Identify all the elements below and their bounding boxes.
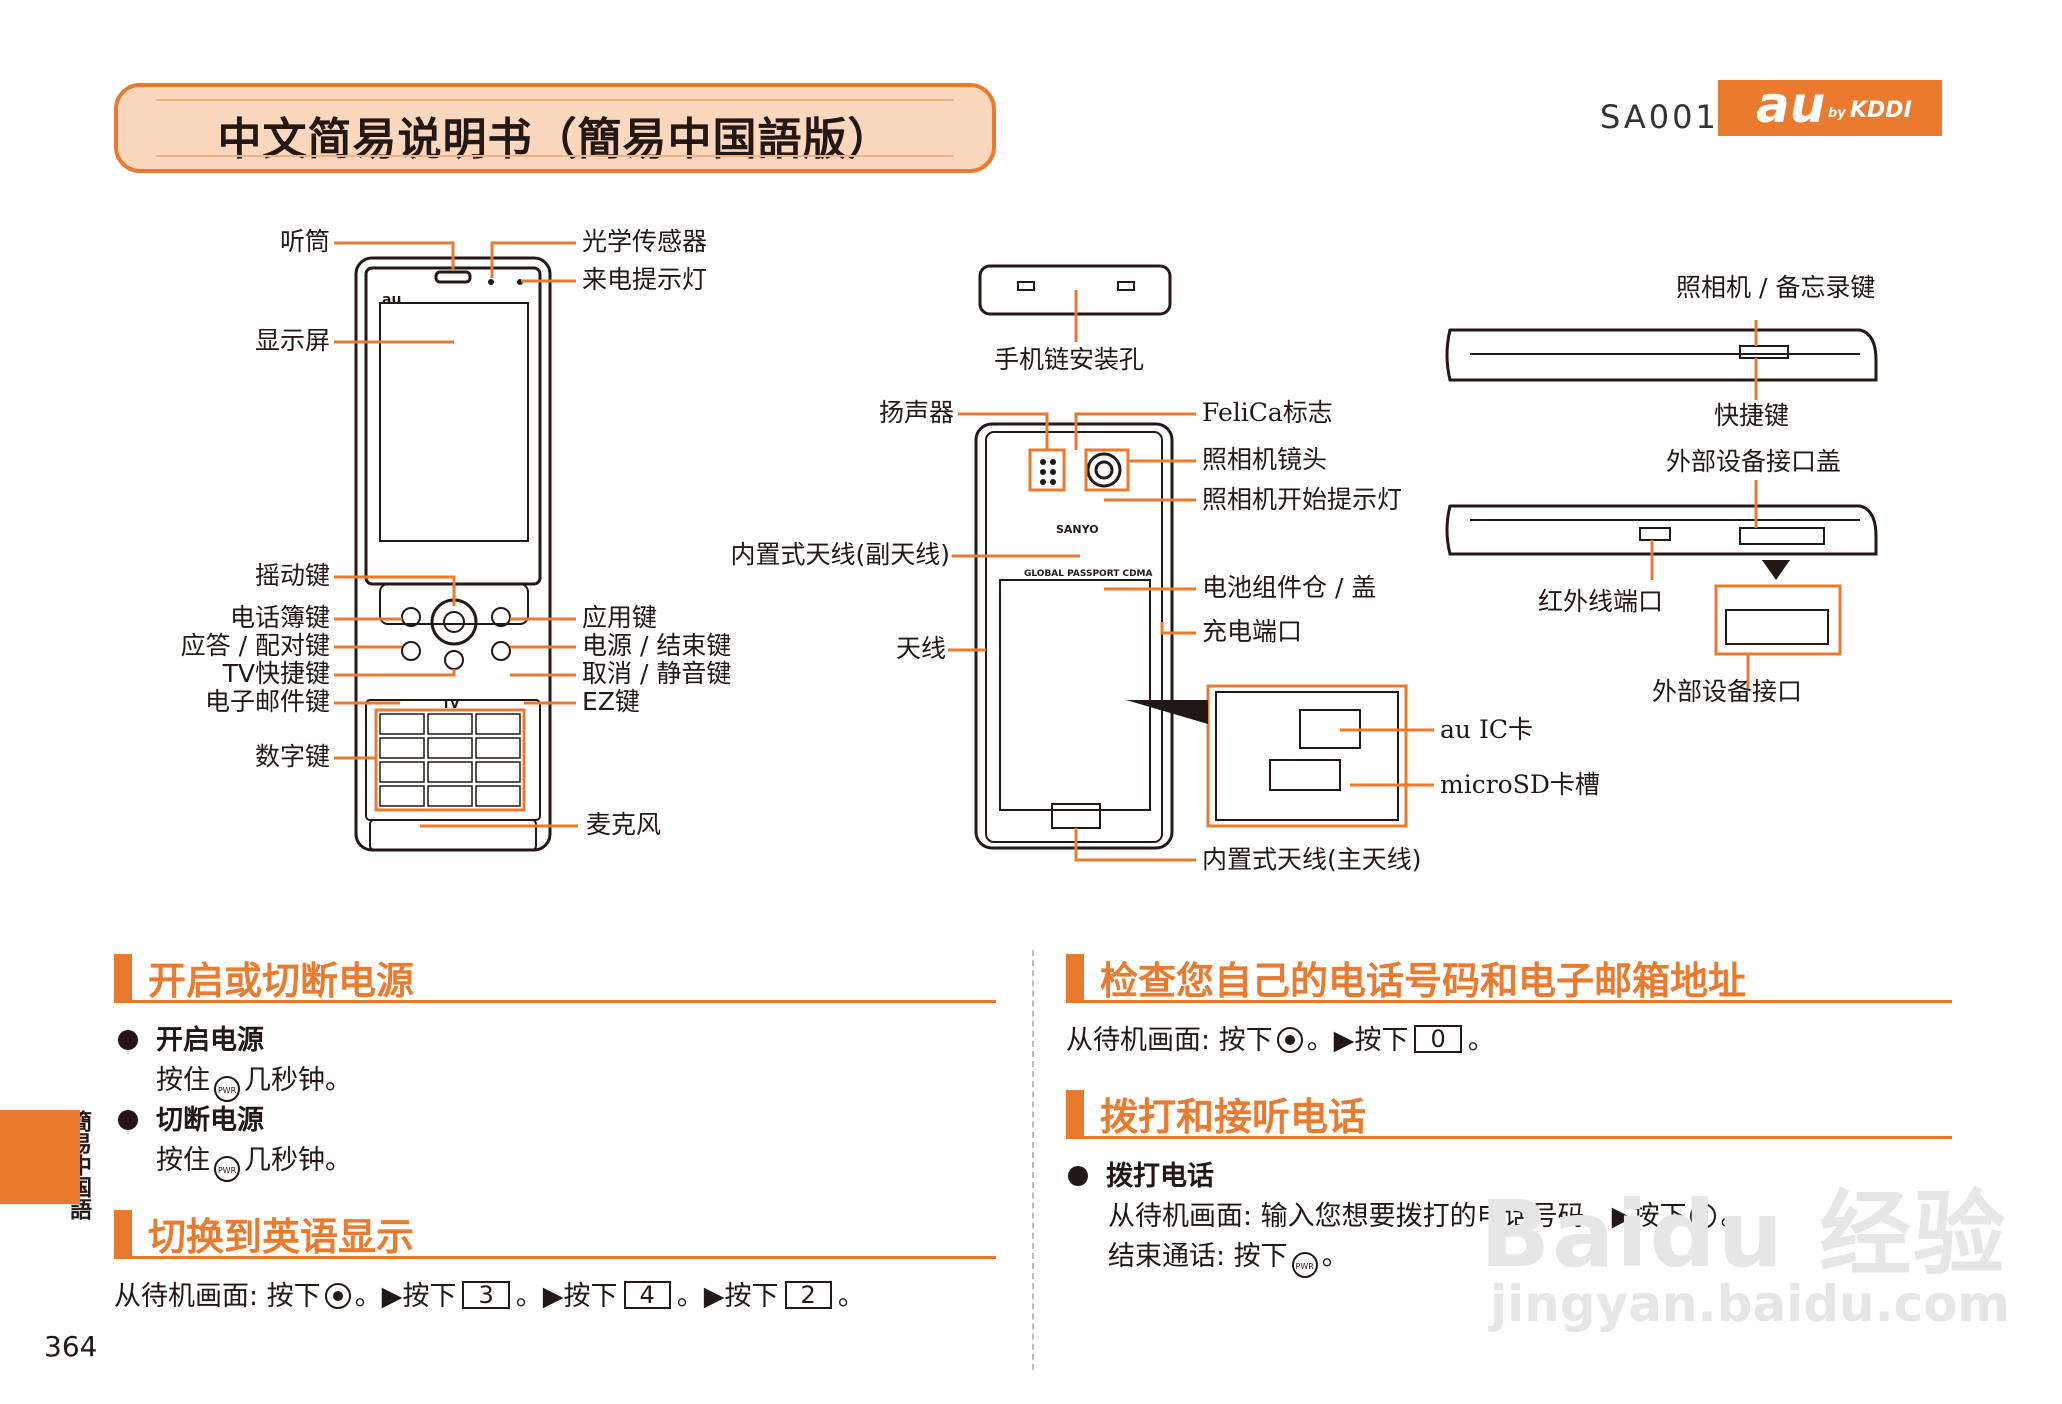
label-ext-cover: 外部设备接口盖 — [1666, 448, 1841, 476]
section-heading-check: 检查您自己的电话号码和电子邮箱地址 — [1066, 950, 1952, 1003]
side-tab — [0, 1110, 80, 1204]
label-camera-key: 照相机 / 备忘录键 — [1676, 274, 1875, 302]
pwr-key-icon: PWR — [214, 1156, 240, 1182]
key-3: 3 — [462, 1281, 509, 1309]
front-au-logo: au — [382, 286, 401, 314]
label-ez-key: EZ键 — [582, 688, 640, 716]
label-answer-key: 应答 / 配对键 — [181, 632, 330, 660]
label-camera-lamp: 照相机开始提示灯 — [1202, 486, 1402, 514]
label-main-antenna: 内置式天线(主天线) — [1202, 846, 1422, 874]
label-microphone: 麦克风 — [586, 811, 661, 839]
label-jog-key: 摇动键 — [255, 562, 330, 590]
center-key-icon — [1277, 1027, 1303, 1053]
label-receiver: 听筒 — [280, 228, 330, 256]
label-ext-port: 外部设备接口 — [1652, 678, 1802, 706]
label-sub-antenna: 内置式天线(副天线) — [730, 541, 950, 569]
label-strap-hole: 手机链安装孔 — [994, 346, 1144, 374]
label-felica: FeliCa标志 — [1202, 399, 1333, 427]
label-number-keys: 数字键 — [255, 743, 330, 771]
watermark-url: jingyan.baidu.com — [1490, 1275, 2010, 1333]
section-heading-english: 切换到英语显示 — [114, 1206, 996, 1259]
label-tv-key: TV快捷键 — [223, 660, 330, 688]
global-passport-text: GLOBAL PASSPORT CDMA — [1024, 560, 1152, 588]
column-divider — [1032, 950, 1034, 1370]
key-4: 4 — [624, 1281, 671, 1309]
front-phone-body — [356, 258, 550, 850]
bullet-power-off: 切断电源 — [118, 1098, 264, 1137]
key-2: 2 — [785, 1281, 832, 1309]
label-antenna: 天线 — [896, 635, 946, 663]
label-power-key: 电源 / 结束键 — [582, 632, 731, 660]
back-phone-body — [976, 424, 1172, 848]
section-heading-power: 开启或切断电源 — [114, 950, 996, 1003]
bullet-make-call: 拨打电话 — [1068, 1154, 1214, 1193]
label-incoming-lamp: 来电提示灯 — [582, 266, 707, 294]
label-au-ic-card: au IC卡 — [1440, 716, 1533, 744]
section-heading-call: 拨打和接听电话 — [1066, 1086, 1952, 1139]
label-shortcut-key: 快捷键 — [1714, 402, 1789, 430]
label-camera-lens: 照相机镜头 — [1202, 446, 1327, 474]
tv-key-text: TV — [442, 690, 459, 718]
key-0: 0 — [1414, 1025, 1461, 1053]
page-number: 364 — [44, 1330, 97, 1363]
label-display: 显示屏 — [255, 327, 330, 355]
label-speaker: 扬声器 — [879, 399, 954, 427]
label-app-key: 应用键 — [582, 604, 657, 632]
label-mail-key: 电子邮件键 — [205, 688, 330, 716]
pwr-key-icon: PWR — [1292, 1252, 1318, 1278]
label-microsd-slot: microSD卡槽 — [1440, 771, 1600, 799]
watermark-logo: Baidu 经验 — [1480, 1160, 2007, 1293]
label-cancel-key: 取消 / 静音键 — [582, 660, 731, 688]
label-phonebook-key: 电话簿键 — [230, 604, 330, 632]
bullet-power-on: 开启电源 — [118, 1018, 264, 1057]
label-ir-port: 红外线端口 — [1538, 588, 1663, 616]
sanyo-logo: SANYO — [1056, 516, 1099, 544]
label-battery-cover: 电池组件仓 / 盖 — [1202, 574, 1376, 602]
center-key-icon — [325, 1283, 351, 1309]
side-view-bottom — [1447, 506, 1876, 554]
label-charge-port: 充电端口 — [1202, 618, 1302, 646]
label-light-sensor: 光学传感器 — [582, 228, 707, 256]
